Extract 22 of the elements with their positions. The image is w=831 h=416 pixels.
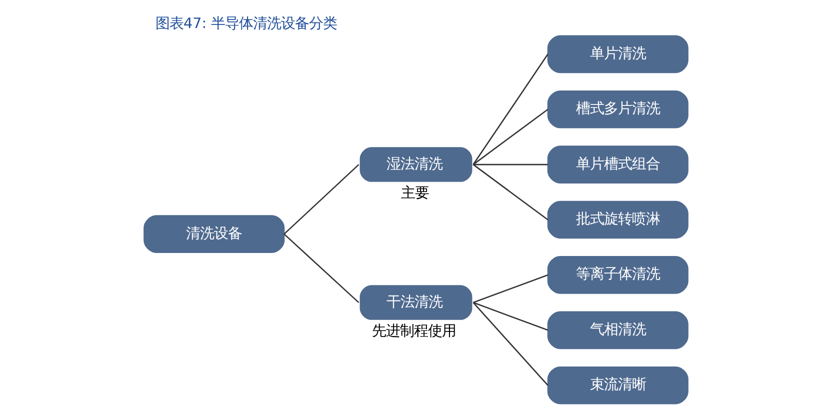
node-box: 单片清洗 (546, 35, 688, 74)
connector (472, 54, 548, 165)
connector (472, 302, 548, 331)
node-box: 批式旋转喷淋 (546, 200, 688, 239)
node-box: 湿法清洗 (359, 147, 472, 182)
node-label: 主要 (400, 185, 429, 202)
diagram-title: 图表47: 半导体清洗设备分类 (155, 16, 337, 32)
connector (472, 164, 548, 166)
connector (472, 164, 548, 220)
connector (472, 302, 548, 386)
node-box: 槽式多片清洗 (546, 90, 688, 128)
connector (283, 234, 359, 304)
node-box: 清洗设备 (143, 215, 284, 253)
node-box: 等离子体清洗 (546, 256, 688, 294)
connector (472, 274, 548, 304)
node-label: 先进制程使用 (372, 323, 456, 340)
connector (283, 164, 359, 235)
node-box: 单片槽式组合 (546, 146, 688, 184)
node-box: 束流清晰 (546, 366, 688, 404)
node-box: 气相清洗 (546, 311, 688, 350)
connector (472, 108, 548, 166)
node-box: 干法清洗 (359, 285, 472, 320)
